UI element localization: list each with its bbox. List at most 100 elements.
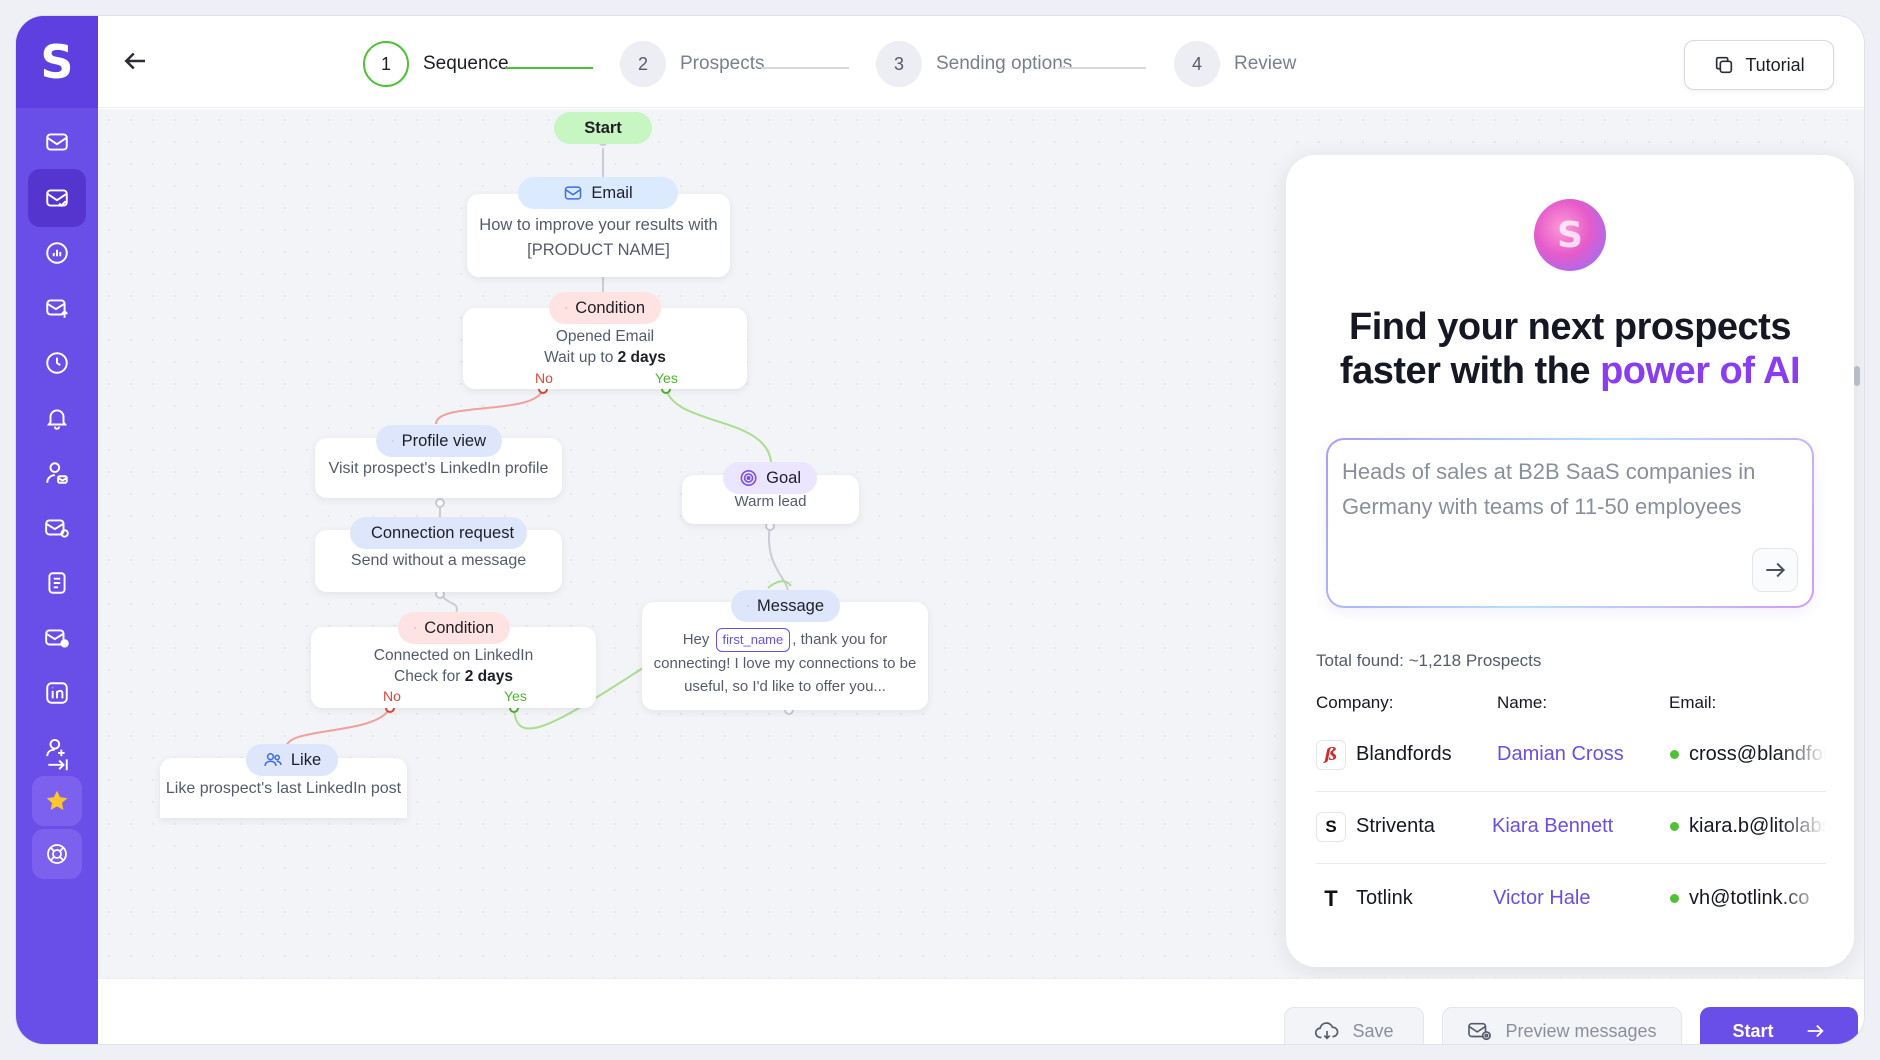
users-icon — [264, 753, 282, 766]
like-title: Like — [290, 750, 322, 769]
ai-prompt-text[interactable]: Heads of sales at B2B SaaS companies in … — [1342, 459, 1756, 519]
back-arrow-icon[interactable] — [120, 46, 150, 76]
like-body: Like prospect's last LinkedIn post — [165, 780, 402, 797]
contacts-icon[interactable] — [28, 444, 86, 502]
preview-mail-icon — [1468, 1022, 1492, 1041]
company-name: Striventa — [1356, 815, 1435, 837]
wait-duration: 2 days — [617, 349, 666, 366]
like-node[interactable]: Like prospect's last LinkedIn post — [160, 758, 407, 818]
email-title: Email — [591, 183, 633, 202]
ai-orb-logo: S — [1534, 199, 1606, 271]
copy-icon — [1716, 56, 1733, 74]
first-name-variable[interactable]: first_name — [715, 628, 791, 652]
condition-wait: Wait up to 2 days — [463, 347, 747, 368]
notifications-icon[interactable] — [28, 389, 86, 447]
message-line1: Hey first_name, thank you for — [642, 628, 928, 652]
prospect-row[interactable]: ß Blandfords Damian Cross cross@blandfor… — [1316, 720, 1826, 792]
headline-ai: power of AI — [1600, 350, 1801, 392]
branch-yes-label: Yes — [504, 688, 527, 704]
ai-prospect-panel: S Find your next prospects faster with t… — [1286, 155, 1854, 967]
condition-text: Opened Email — [555, 328, 655, 345]
branch-no-label: No — [383, 688, 401, 704]
sidebar: S — [16, 16, 98, 1044]
wait-prefix: Check for — [394, 668, 465, 685]
start-label: Start — [1732, 1020, 1774, 1041]
headline-line2: faster with the — [1339, 350, 1601, 392]
profile-view-pill: Profile view — [376, 425, 502, 457]
goal-body: Warm lead — [734, 493, 807, 510]
condition-wait: Check for 2 days — [311, 666, 596, 687]
step-number: 4 — [1174, 41, 1220, 87]
message-title: Message — [757, 596, 824, 615]
condition-title: Condition — [575, 298, 645, 317]
profile-view-title: Profile view — [401, 431, 486, 450]
lifebuoy-icon[interactable] — [32, 829, 82, 879]
ai-prompt-input[interactable]: Heads of sales at B2B SaaS companies in … — [1326, 438, 1814, 608]
message-line3: useful, so I'd like to offer you... — [684, 678, 886, 695]
schedule-icon[interactable] — [28, 334, 86, 392]
connection-request-title: Connection request — [370, 523, 515, 542]
step-label: Sequence — [423, 53, 509, 74]
total-found: Total found: ~1,218 Prospects — [1316, 651, 1542, 670]
email-subject-line1: How to improve your results with — [479, 216, 718, 234]
prospect-row[interactable]: T Totlink Victor Hale vh@totlink.co — [1316, 864, 1826, 936]
blandfords-logo-icon: ß — [1316, 740, 1346, 770]
step-connector — [505, 67, 593, 69]
submit-button[interactable] — [1752, 548, 1798, 592]
preview-messages-button[interactable]: Preview messages — [1442, 1007, 1682, 1044]
step-number: 1 — [363, 41, 409, 87]
start-button[interactable]: Start — [1700, 1007, 1858, 1044]
prospect-email: cross@blandfords.com — [1670, 743, 1826, 766]
tutorial-button[interactable]: Tutorial — [1684, 40, 1834, 90]
step-sequence[interactable]: 1 Sequence — [363, 40, 509, 88]
app-logo[interactable]: S — [16, 16, 98, 108]
step-number: 3 — [876, 41, 922, 87]
connection-request-body: Send without a message — [350, 552, 527, 569]
column-email: Email: — [1669, 693, 1717, 712]
prospect-name[interactable]: Kiara Bennett — [1492, 815, 1614, 837]
invite-user-icon[interactable] — [28, 719, 86, 789]
star-icon[interactable] — [32, 776, 82, 826]
campaigns-icon[interactable] — [28, 169, 86, 227]
step-review[interactable]: 4 Review — [1174, 40, 1296, 88]
prospect-email: kiara.b@litolabs.com — [1670, 815, 1826, 838]
app-window: S — [16, 16, 1864, 1044]
step-sending-options[interactable]: 3 Sending options — [876, 40, 1072, 88]
asterisk-icon — [565, 307, 567, 309]
message-line2: connecting! I love my connections to be — [653, 655, 917, 672]
step-label: Prospects — [680, 53, 765, 74]
prospect-name[interactable]: Damian Cross — [1497, 743, 1624, 765]
goal-pill: Goal — [723, 462, 817, 494]
branch-no-label: No — [535, 370, 553, 386]
arrow-right-icon — [1807, 1024, 1824, 1038]
analytics-icon[interactable] — [28, 224, 86, 282]
column-name: Name: — [1497, 693, 1548, 712]
condition-text: Connected on LinkedIn — [373, 647, 534, 664]
prospect-row[interactable]: S Striventa Kiara Bennett kiara.b@litola… — [1316, 792, 1826, 864]
message-text: , thank you for — [792, 631, 888, 648]
mail-settings-icon[interactable] — [28, 609, 86, 667]
company-name: Blandfords — [1356, 743, 1452, 765]
templates-icon[interactable] — [28, 554, 86, 612]
scrollbar-thumb[interactable] — [1854, 366, 1860, 386]
inbox-icon[interactable] — [28, 113, 86, 171]
step-prospects[interactable]: 2 Prospects — [620, 40, 764, 88]
headline-line1: Find your next prospects — [1349, 306, 1791, 348]
prospect-name[interactable]: Victor Hale — [1493, 887, 1591, 909]
users-icon — [392, 440, 394, 442]
email-accounts-icon[interactable] — [28, 499, 86, 557]
email-subject-line2: [PRODUCT NAME] — [527, 241, 670, 259]
wait-prefix: Wait up to — [544, 349, 618, 366]
outbox-icon[interactable] — [28, 279, 86, 337]
column-company: Company: — [1316, 693, 1394, 712]
save-button[interactable]: Save — [1284, 1007, 1424, 1044]
company-name: Totlink — [1356, 887, 1413, 909]
linkedin-icon[interactable] — [28, 664, 86, 722]
preview-label: Preview messages — [1505, 1020, 1657, 1041]
start-node[interactable]: Start — [554, 112, 652, 144]
profile-view-body: Visit prospect's LinkedIn profile — [328, 460, 549, 477]
email-pill: Email — [518, 177, 678, 209]
like-pill: Like — [246, 744, 338, 776]
message-pill: Message — [731, 590, 840, 622]
connection-request-pill: Connection request — [350, 517, 527, 549]
